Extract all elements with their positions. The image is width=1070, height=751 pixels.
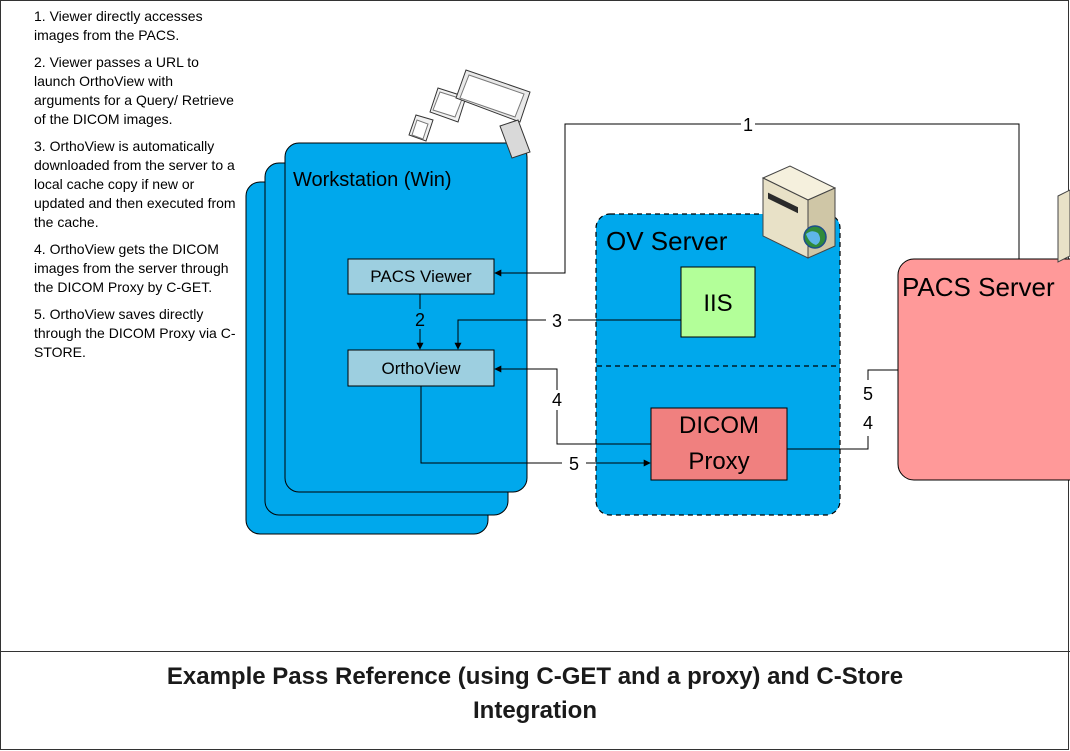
pacs-server-icon <box>1057 189 1070 263</box>
orthoview-box <box>347 349 495 387</box>
workstation-computer-icon <box>408 69 531 159</box>
note-3: 3. OrthoView is automatically downloaded… <box>34 138 236 230</box>
note-5: 5. OrthoView saves directly through the … <box>34 306 236 360</box>
dicom-proxy-label-2: Proxy <box>688 448 749 475</box>
server-icon <box>761 165 837 259</box>
note-1: 1. Viewer directly accesses images from … <box>34 8 203 43</box>
connector-label-5: 5 <box>569 454 579 474</box>
connector-label-4b: 4 <box>863 413 873 433</box>
connector-label-4: 4 <box>552 390 562 410</box>
workstation-title: Workstation (Win) <box>293 169 452 191</box>
pacs-viewer-box <box>347 258 495 295</box>
connector-label-5b: 5 <box>863 384 873 404</box>
iis-box <box>680 266 756 338</box>
pacs-server-title: PACS Server <box>902 272 1055 302</box>
figure-caption: Example Pass Reference (using C-GET and … <box>0 660 1070 728</box>
orthoview-label: OrthoView <box>381 359 461 378</box>
connector-label-3: 3 <box>552 311 562 331</box>
caption-divider <box>0 651 1070 652</box>
architecture-diagram: Workstation (Win) PACS Viewer OrthoView … <box>245 69 1070 535</box>
connector-3 <box>454 319 681 350</box>
iis-label: IIS <box>703 290 732 317</box>
note-2: 2. Viewer passes a URL to launch OrthoVi… <box>34 54 234 127</box>
ov-server-title: OV Server <box>606 226 728 256</box>
connector-label-2: 2 <box>415 310 425 330</box>
workstation-stack <box>245 142 528 535</box>
note-4: 4. OrthoView gets the DICOM images from … <box>34 241 229 295</box>
caption-line-1: Example Pass Reference (using C-GET and … <box>166 663 904 690</box>
caption-line-2: Integration <box>473 697 597 724</box>
dicom-proxy-label-1: DICOM <box>679 412 759 439</box>
connector-1 <box>494 123 1020 277</box>
connector-label-1: 1 <box>743 115 753 135</box>
pacs-viewer-label: PACS Viewer <box>370 267 472 286</box>
notes-panel: 1. Viewer directly accesses images from … <box>34 7 239 370</box>
dicom-proxy-box <box>650 407 788 481</box>
